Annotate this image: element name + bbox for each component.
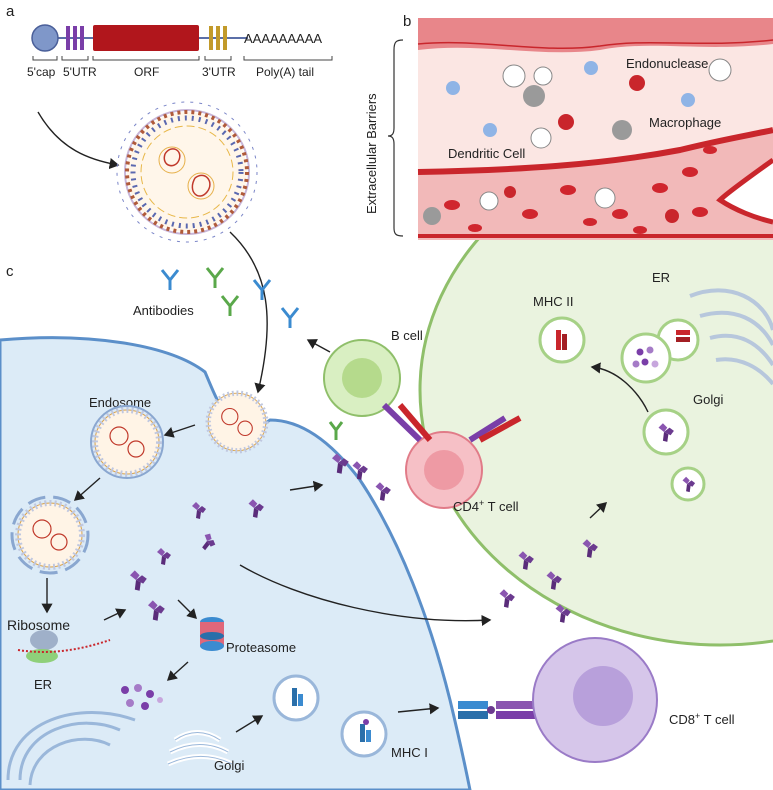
endosome-1	[95, 410, 159, 474]
utr3-label: 3'UTR	[202, 65, 236, 79]
lipid-nanoparticle	[116, 101, 258, 243]
dendritic-cell-label: Dendritic Cell	[448, 146, 525, 161]
ribosome	[17, 630, 111, 663]
mrna-construct: AAAAAAAAA 5'cap 5'UTR ORF 3'UTR Poly(A) …	[27, 24, 333, 79]
mhc1-vesicle-2	[340, 710, 388, 758]
cd8-label: CD8+ T cell	[669, 711, 735, 727]
antibodies-label: Antibodies	[133, 303, 194, 318]
b-cell-label: B cell	[391, 328, 423, 343]
golgi-left-label: Golgi	[214, 758, 244, 773]
macrophage-label: Macrophage	[649, 115, 721, 130]
vessel-panel: Endonuclease Macrophage Dendritic Cell	[417, 18, 773, 240]
orf-shape	[93, 25, 199, 51]
mhc1-vesicle-1	[272, 674, 320, 722]
barriers-side-label: Extracellular Barriers	[364, 93, 379, 214]
lnp-entering	[208, 393, 266, 451]
proteasome	[200, 617, 224, 651]
panel-b-label: b	[403, 13, 411, 30]
antibodies-group	[160, 267, 300, 328]
mhc1-tcr-complex	[458, 701, 536, 719]
endonuclease-label: Endonuclease	[626, 56, 708, 71]
golgi-left-outline	[167, 732, 233, 765]
cd4-t-cell	[405, 431, 483, 509]
apc-vesicles	[642, 408, 706, 502]
endosome-2	[18, 503, 82, 567]
cap-label: 5'cap	[27, 65, 56, 79]
mhc2-vesicle	[538, 316, 586, 364]
panel-a-label: a	[6, 3, 15, 20]
polya-label: Poly(A) tail	[256, 65, 314, 79]
cd8-t-cell	[532, 637, 658, 763]
mhc2-label: MHC II	[533, 294, 573, 309]
er-right	[689, 288, 773, 386]
b-cell	[323, 339, 401, 417]
mhc1-label: MHC I	[391, 745, 428, 760]
endosome-label: Endosome	[89, 395, 151, 410]
panel-c-label: c	[6, 263, 14, 280]
peptides	[121, 684, 163, 710]
ribosome-label: Ribosome	[7, 617, 70, 633]
utr5-label: 5'UTR	[63, 65, 97, 79]
utr3-shape	[209, 26, 227, 50]
mhc2-loading-compartment	[620, 318, 700, 384]
orf-label: ORF	[134, 65, 159, 79]
golgi-right-label: Golgi	[693, 392, 723, 407]
cd4-receptors	[381, 402, 522, 443]
er-right-label: ER	[652, 270, 670, 285]
cap-shape	[31, 24, 59, 52]
utr5-shape	[66, 26, 84, 50]
cd4-label: CD4+ T cell	[453, 498, 519, 514]
polya-sequence: AAAAAAAAA	[244, 31, 322, 46]
er-left-label: ER	[34, 677, 52, 692]
proteasome-label: Proteasome	[226, 640, 296, 655]
er-left	[6, 711, 136, 786]
